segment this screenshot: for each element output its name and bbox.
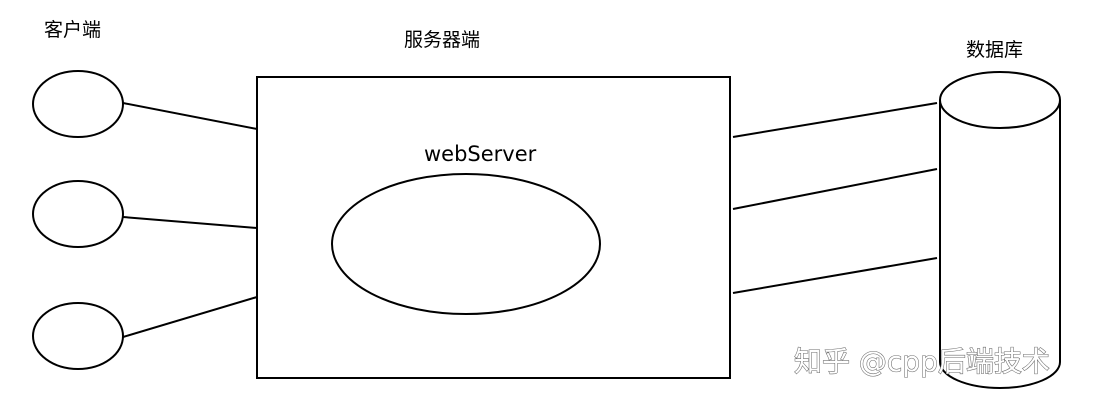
database-connection-1 [732, 102, 938, 138]
webserver-node [331, 173, 601, 315]
database-connection-2 [732, 168, 938, 210]
database-cylinder-bottom [939, 361, 1061, 389]
database-connection-3 [732, 257, 938, 294]
server-box [256, 76, 731, 379]
client-node-1 [32, 70, 124, 138]
database-cylinder [939, 71, 1061, 389]
client-node-2 [32, 180, 124, 248]
webserver-label: webServer [424, 142, 537, 166]
client-connection-3 [122, 296, 258, 338]
client-label: 客户端 [44, 19, 101, 41]
database-label: 数据库 [966, 39, 1023, 61]
server-label: 服务器端 [404, 29, 480, 51]
database-cylinder-top [939, 71, 1061, 129]
watermark-text: 知乎 @cpp后端技术 [794, 345, 1050, 378]
client-connection-2 [122, 216, 258, 229]
client-connection-1 [122, 102, 258, 130]
client-node-3 [32, 302, 124, 370]
